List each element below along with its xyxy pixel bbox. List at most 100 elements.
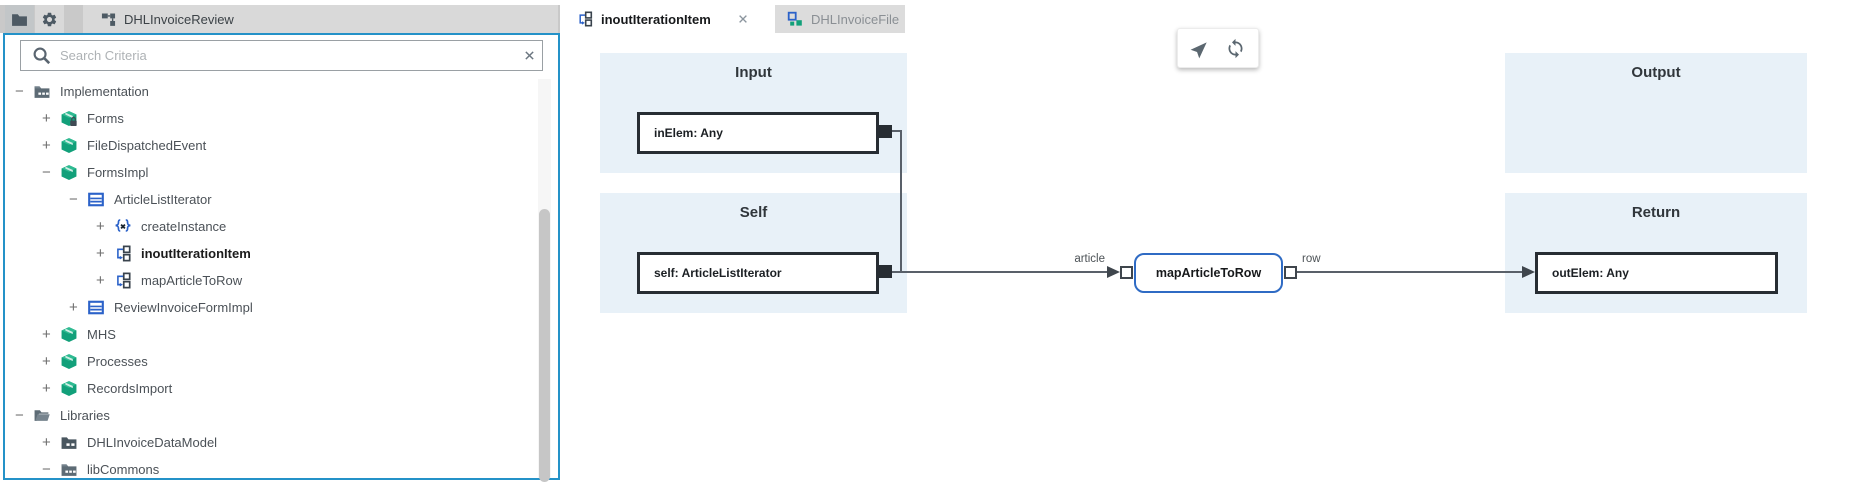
tree-item-label: Implementation (60, 84, 149, 99)
tree-item-label: FileDispatchedEvent (87, 138, 207, 153)
form-icon (87, 299, 105, 316)
node-output-port[interactable] (1284, 266, 1297, 279)
tree-item-label: FormsImpl (87, 165, 149, 180)
collapse-icon[interactable]: − (15, 407, 24, 424)
tab-inoutiterationitem[interactable]: inoutIterationItem (565, 5, 773, 33)
package-icon (60, 326, 78, 343)
expand-icon[interactable]: + (42, 110, 51, 127)
editor-tab-bar: inoutIterationItem DHLInvoiceFile (560, 5, 905, 33)
edge-row-label: row (1302, 253, 1321, 265)
package-icon (60, 353, 78, 370)
tree-item-dhlinvoicedatamodel[interactable]: + DHLInvoiceDataModel (5, 429, 534, 456)
tab-dhlinvoicefile[interactable]: DHLInvoiceFile (775, 5, 905, 33)
edge-row-arrowhead (1522, 266, 1535, 278)
open-folder-icon (33, 407, 51, 424)
tree-item-implementation[interactable]: − Implementation (5, 78, 534, 105)
tree-item-maparticletorow[interactable]: + mapArticleToRow (5, 267, 534, 294)
expand-icon[interactable]: + (96, 218, 105, 235)
project-explorer-panel: − Implementation + Forms + FileDispatche… (3, 33, 560, 483)
edge-inelem-vertical[interactable] (900, 130, 902, 273)
package-locked-icon (60, 110, 78, 127)
self-output-port[interactable] (879, 265, 892, 278)
tree-scrollbar-thumb[interactable] (539, 209, 550, 482)
tree-item-recordsimport[interactable]: + RecordsImport (5, 375, 534, 402)
self-label: self: ArticleListIterator (654, 266, 782, 280)
tree-item-label: ArticleListIterator (114, 192, 212, 207)
edge-inelem-stub[interactable] (892, 130, 902, 132)
tab-label: DHLInvoiceFile (811, 11, 900, 27)
expand-icon[interactable]: + (96, 245, 105, 262)
node-label: mapArticleToRow (1155, 266, 1262, 280)
mapping-canvas[interactable]: Input Self Output Return inElem: Any sel… (560, 33, 1856, 480)
package-icon (60, 380, 78, 397)
self-box[interactable]: self: ArticleListIterator (637, 252, 879, 294)
tree-item-inoutiterationitem[interactable]: + inoutIterationItem (5, 240, 534, 267)
form-icon (87, 191, 105, 208)
package-icon (60, 137, 78, 154)
package-icon (60, 164, 78, 181)
tree-item-label: RecordsImport (87, 381, 173, 396)
tree-item-label: MHS (87, 327, 116, 342)
search-clear-button[interactable] (516, 49, 542, 62)
node-input-port[interactable] (1120, 266, 1133, 279)
navigate-icon[interactable] (1190, 38, 1211, 59)
tree-item-label: inoutIterationItem (141, 246, 251, 261)
tree-item-filedispatchedevent[interactable]: + FileDispatchedEvent (5, 132, 534, 159)
expand-icon[interactable]: + (42, 326, 51, 343)
folder-icon (11, 11, 28, 28)
close-icon[interactable] (737, 13, 749, 25)
inout-icon (114, 245, 132, 262)
expand-icon[interactable]: + (42, 380, 51, 397)
tab-label: inoutIterationItem (601, 11, 711, 27)
project-tree: − Implementation + Forms + FileDispatche… (5, 78, 534, 483)
tree-item-formsimpl[interactable]: − FormsImpl (5, 159, 534, 186)
tree-item-articlelistiterator[interactable]: − ArticleListIterator (5, 186, 534, 213)
collapse-icon[interactable]: − (42, 461, 51, 478)
inout-icon (114, 272, 132, 289)
inelem-box[interactable]: inElem: Any (637, 112, 879, 154)
expand-icon[interactable]: + (42, 353, 51, 370)
edge-row-line[interactable] (1297, 271, 1522, 273)
search-box (20, 40, 543, 71)
edge-article-line[interactable] (892, 271, 1107, 273)
tree-item-createinstance[interactable]: + createInstance (5, 213, 534, 240)
inout-icon (577, 11, 593, 27)
outelem-label: outElem: Any (1552, 266, 1629, 280)
outelem-box[interactable]: outElem: Any (1535, 252, 1778, 294)
gear-icon (41, 11, 58, 28)
search-input[interactable] (60, 48, 516, 63)
tree-item-processes[interactable]: + Processes (5, 348, 534, 375)
tree-item-reviewinvoiceformimpl[interactable]: + ReviewInvoiceFormImpl (5, 294, 534, 321)
tree-item-label: DHLInvoiceDataModel (87, 435, 218, 450)
panel-title: Return (1631, 204, 1681, 221)
explorer-tab[interactable] (5, 5, 34, 33)
tree-item-label: Libraries (60, 408, 110, 423)
tree-item-label: mapArticleToRow (141, 273, 243, 288)
tree-item-mhs[interactable]: + MHS (5, 321, 534, 348)
output-panel: Output (1505, 53, 1807, 173)
collapse-icon[interactable]: − (15, 83, 24, 100)
collapse-icon[interactable]: − (69, 191, 78, 208)
project-tab[interactable]: DHLInvoiceReview (83, 5, 558, 33)
tree-scrollbar-track[interactable] (538, 79, 551, 482)
tree-item-label: ReviewInvoiceFormImpl (114, 300, 253, 315)
close-icon (523, 49, 536, 62)
inelem-output-port[interactable] (879, 125, 892, 138)
refresh-icon[interactable] (1225, 38, 1246, 59)
tree-item-libcommons[interactable]: − libCommons (5, 456, 534, 483)
top-bar: DHLInvoiceReview (0, 5, 563, 33)
maparticletorow-node[interactable]: mapArticleToRow (1134, 253, 1283, 293)
modules-folder-icon (33, 83, 51, 100)
settings-tab[interactable] (35, 5, 64, 33)
function-icon (114, 218, 132, 235)
expand-icon[interactable]: + (42, 434, 51, 451)
collapse-icon[interactable]: − (42, 164, 51, 181)
panel-title: Output (1631, 64, 1681, 81)
inelem-label: inElem: Any (654, 126, 723, 140)
edge-article-arrowhead (1107, 266, 1120, 278)
tree-item-forms[interactable]: + Forms (5, 105, 534, 132)
tree-item-libraries[interactable]: − Libraries (5, 402, 534, 429)
expand-icon[interactable]: + (96, 272, 105, 289)
expand-icon[interactable]: + (69, 299, 78, 316)
expand-icon[interactable]: + (42, 137, 51, 154)
